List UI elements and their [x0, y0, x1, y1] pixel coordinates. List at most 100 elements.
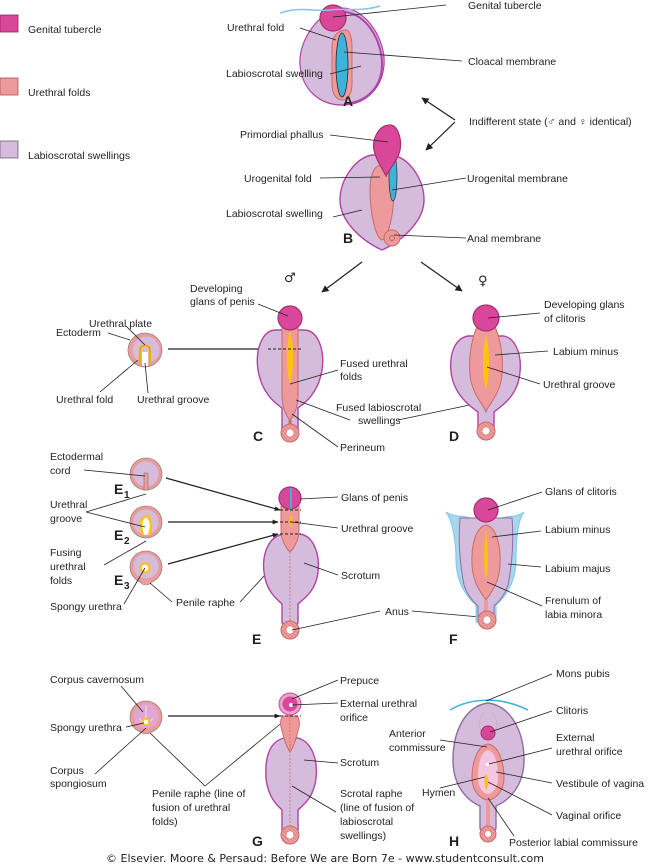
- label-spongy-urethra-g: Spongy urethra: [50, 722, 122, 734]
- label-external-urethral-orifice-g-1: External urethral: [340, 698, 417, 710]
- stage-c: Developing glans of penis Fused urethral…: [190, 283, 485, 454]
- label-anterior-commissure-1: Anterior: [389, 728, 426, 740]
- label-frenulum-2: labia minora: [545, 609, 602, 621]
- stage-g-section: Corpus cavernosum Spongy urethra Corpus …: [50, 674, 291, 828]
- arrow-to-male: [321, 261, 363, 293]
- label-anal-membrane: Anal membrane: [467, 233, 541, 245]
- stage-a-drawing: [279, 4, 385, 106]
- label-vestibule: Vestibule of vagina: [556, 778, 644, 790]
- label-genital-tubercle: Genital tubercle: [468, 0, 542, 12]
- label-fused-urethral-folds-2: folds: [340, 371, 362, 383]
- label-ectoderm: Ectoderm: [56, 327, 101, 339]
- legend-item-urethral-folds: Urethral folds: [0, 77, 90, 99]
- stage-e: Glans of penis Urethral groove Scrotum A…: [252, 486, 481, 647]
- stage-letter-a: A: [343, 93, 353, 109]
- genital-tubercle-shape: [319, 4, 347, 32]
- label-prepuce: Prepuce: [340, 675, 379, 687]
- label-fusing-3: folds: [50, 575, 72, 587]
- stage-b-drawing: [339, 124, 425, 251]
- stage-f-drawing: [445, 497, 525, 630]
- stage-letter-d: D: [449, 428, 459, 444]
- stage-letter-c: C: [253, 428, 263, 444]
- legend-label: Labioscrotal swellings: [28, 150, 130, 162]
- label-urethral-groove-e-2: groove: [50, 513, 82, 525]
- label-ectodermal-cord-2: cord: [50, 465, 71, 477]
- label-spongy-urethra-e: Spongy urethra: [50, 601, 122, 613]
- label-glans-of-penis: Glans of penis: [341, 492, 408, 504]
- legend-label: Urethral folds: [28, 87, 90, 99]
- label-fused-labioscrotal-1: Fused labioscrotal: [336, 402, 421, 414]
- label-corpus-cavernosum: Corpus cavernosum: [50, 674, 144, 686]
- stage-letter-b: B: [343, 230, 353, 246]
- stage-h: Mons pubis Clitoris Anterior commissure …: [389, 668, 644, 849]
- section-e1: E 1: [114, 457, 163, 501]
- legend-swatch-urethral-folds: [0, 77, 19, 96]
- label-frenulum-1: Frenulum of: [545, 595, 601, 607]
- label-urethral-groove-d: Urethral groove: [543, 379, 616, 391]
- label-labioscrotal-swelling-b: Labioscrotal swelling: [226, 208, 323, 220]
- stage-letter-f: F: [449, 631, 458, 647]
- label-clitoris: Clitoris: [556, 705, 588, 717]
- label-anterior-commissure-2: commissure: [389, 742, 446, 754]
- legend-item-labioscrotal-swellings: Labioscrotal swellings: [0, 140, 130, 162]
- label-e1-sub: 1: [124, 490, 130, 501]
- label-e2-sub: 2: [124, 536, 130, 547]
- label-urethral-groove-e-1: Urethral: [50, 499, 87, 511]
- stage-c-drawing: [256, 305, 324, 443]
- legend-label: Genital tubercle: [28, 24, 102, 36]
- label-developing-glans-clitoris-1: Developing glans: [544, 299, 625, 311]
- label-scrotum-g: Scrotum: [340, 757, 379, 769]
- stage-e-drawing: [262, 486, 320, 640]
- label-urethral-groove-e: Urethral groove: [341, 523, 414, 535]
- label-fusing-1: Fusing: [50, 547, 82, 559]
- stage-g: Prepuce External urethral orifice Scrotu…: [252, 675, 417, 849]
- label-perineum: Perineum: [340, 442, 385, 454]
- legend: Genital tubercle Urethral folds Labioscr…: [0, 14, 130, 162]
- label-labium-minus-d: Labium minus: [553, 346, 618, 358]
- stage-letter-e: E: [252, 631, 261, 647]
- label-primordial-phallus: Primordial phallus: [240, 129, 323, 141]
- label-external-urethral-orifice-h-2: urethral orifice: [556, 746, 623, 758]
- label-cloacal-membrane: Cloacal membrane: [468, 56, 556, 68]
- label-e2-letter: E: [114, 527, 123, 543]
- stage-c-section: Urethral plate Ectoderm Urethral fold Ur…: [56, 318, 269, 406]
- label-penile-raphe-g-2: fusion of urethral: [152, 802, 230, 814]
- label-urogenital-membrane: Urogenital membrane: [467, 173, 568, 185]
- copyright-footer: © Elsevier. Moore & Persaud: Before We a…: [106, 852, 544, 865]
- label-scrotal-raphe-2: (line of fusion of: [340, 802, 414, 814]
- label-developing-glans-penis-2: glans of penis: [190, 296, 255, 308]
- stage-b: Primordial phallus Urogenital fold Uroge…: [226, 124, 568, 251]
- label-developing-glans-penis-1: Developing: [190, 283, 243, 295]
- label-mons-pubis: Mons pubis: [556, 668, 610, 680]
- stage-g-drawing: [265, 692, 318, 845]
- label-scrotal-raphe-3: labioscrotal: [340, 816, 393, 828]
- label-labium-minus-f: Labium minus: [545, 524, 610, 536]
- stage-f: Glans of clitoris Labium minus Labium ma…: [445, 486, 617, 647]
- label-indifferent-state: Indifferent state (♂ and ♀ identical): [469, 116, 632, 128]
- label-posterior-labial-commissure: Posterior labial commissure: [509, 837, 638, 849]
- stage-letter-h: H: [449, 833, 459, 849]
- male-symbol: ♂: [284, 271, 296, 286]
- female-symbol: ♀: [478, 274, 488, 289]
- label-developing-glans-clitoris-2: of clitoris: [544, 313, 585, 325]
- section-e2: E 2: [114, 505, 163, 547]
- label-fusing-2: urethral: [50, 561, 86, 573]
- label-urethral-fold-section: Urethral fold: [56, 394, 113, 406]
- label-scrotal-raphe-1: Scrotal raphe: [340, 788, 403, 800]
- label-scrotal-raphe-4: swellings): [340, 830, 386, 842]
- label-external-urethral-orifice-g-2: orifice: [340, 712, 368, 724]
- label-urethral-plate: Urethral plate: [89, 318, 152, 330]
- stage-d: Developing glans of clitoris Labium minu…: [449, 299, 625, 444]
- label-corpus-spongiosum-2: spongiosum: [50, 778, 107, 790]
- stage-h-drawing: [449, 699, 529, 843]
- label-ectodermal-cord-1: Ectodermal: [50, 451, 103, 463]
- label-hymen: Hymen: [422, 787, 455, 799]
- label-urethral-groove-section: Urethral groove: [137, 394, 210, 406]
- label-vaginal-orifice: Vaginal orifice: [556, 810, 621, 822]
- legend-item-genital-tubercle: Genital tubercle: [0, 14, 102, 36]
- label-corpus-spongiosum-1: Corpus: [50, 765, 84, 777]
- label-scrotum-e: Scrotum: [341, 570, 380, 582]
- section-e3: E 3: [114, 550, 163, 592]
- label-labioscrotal-swelling: Labioscrotal swelling: [226, 68, 323, 80]
